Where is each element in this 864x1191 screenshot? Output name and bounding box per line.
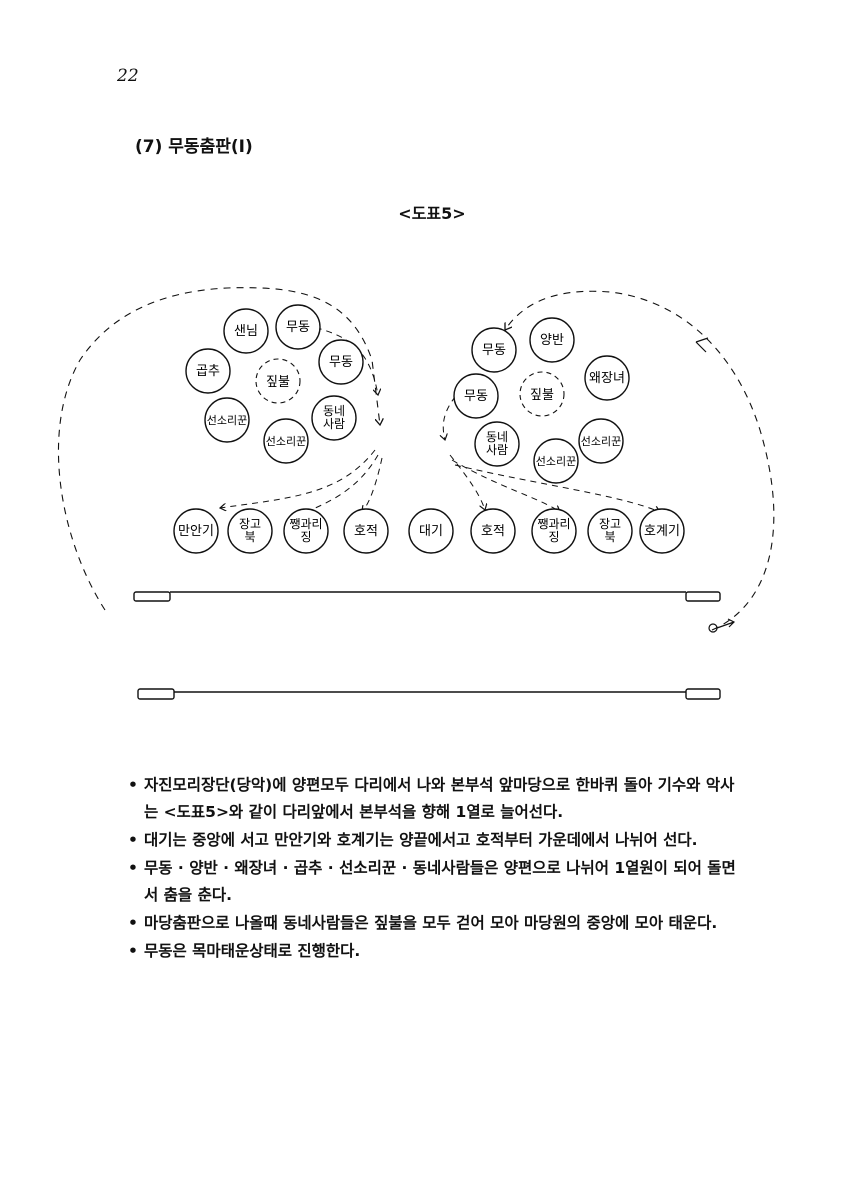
left-person-4-circle [204, 397, 250, 443]
front-row-5-circle [470, 508, 516, 554]
front-row-1-circle [227, 508, 273, 554]
left-person-3-circle [318, 339, 364, 385]
left-person-4-label: 선소리꾼 [207, 414, 247, 427]
bullet-icon: • [128, 776, 138, 794]
front-row-8-circle [639, 508, 685, 554]
front-row-7-circle [587, 508, 633, 554]
right-person-2-circle [453, 373, 499, 419]
right-outer-loop-arrow [505, 290, 775, 631]
left-person-3-label: 무동 [329, 355, 353, 370]
right-center-label: 짚불 [530, 388, 554, 403]
right-person-2-label: 무동 [464, 389, 488, 404]
right-center-dashed-circle [519, 371, 565, 417]
left-person-2-label: 곱추 [196, 364, 220, 379]
upper-bridge [133, 591, 721, 602]
right-inner-path-3 [451, 459, 560, 512]
note-text: 무동은 목마태운상태로 진행한다. [144, 942, 361, 960]
left-inner-path-2 [220, 449, 376, 508]
right-person-5-label: 선소리꾼 [536, 455, 576, 468]
note-item: • 무동 · 양반 · 왜장녀 · 곱추 · 선소리꾼 · 동네사람들은 양편으로… [128, 855, 748, 909]
front-row-0-circle [173, 508, 219, 554]
front-row-5-label: 호적 [481, 524, 505, 539]
page-number: 22 [117, 66, 139, 86]
note-text: 자진모리장단(당악)에 양편모두 다리에서 나와 본부석 앞마당으로 한바퀴 돌… [144, 776, 735, 821]
right-person-6-circle [578, 418, 624, 464]
right-person-3-label: 왜장녀 [589, 371, 625, 386]
left-outer-loop-arrow [57, 287, 380, 611]
right-person-6-label: 선소리꾼 [581, 435, 621, 448]
front-row-2-circle [283, 508, 329, 554]
figure-caption: <도표5> [398, 204, 466, 223]
front-row-8-label: 호계기 [644, 524, 680, 539]
left-person-6-label: 선소리꾼 [266, 435, 306, 448]
notes-list: • 자진모리장단(당악)에 양편모두 다리에서 나와 본부석 앞마당으로 한바퀴 … [128, 772, 748, 966]
left-person-1-circle [275, 304, 321, 350]
left-person-5-circle [311, 395, 357, 441]
exit-arrow-icon [708, 618, 736, 633]
note-text: 무동 · 양반 · 왜장녀 · 곱추 · 선소리꾼 · 동네사람들은 양편으로 … [144, 859, 736, 904]
front-row-0-label: 만안기 [178, 524, 214, 539]
right-side-arrow-tick [695, 337, 709, 353]
note-item: • 마당춤판으로 나올때 동네사람들은 짚불을 모두 걷어 모아 마당원의 중앙에… [128, 910, 748, 937]
left-person-0-circle [223, 308, 269, 354]
section-title: (7) 무동춤판(I) [135, 137, 253, 157]
right-person-0-circle [471, 327, 517, 373]
left-person-2-circle [185, 348, 231, 394]
lower-bridge [137, 688, 721, 700]
front-row-4-circle [408, 508, 454, 554]
right-person-0-label: 무동 [482, 343, 506, 358]
bullet-icon: • [128, 914, 138, 932]
bullet-icon: • [128, 859, 138, 877]
right-person-5-circle [533, 438, 579, 484]
left-center-label: 짚불 [266, 375, 290, 390]
left-inner-path-3 [300, 454, 379, 515]
note-text: 대기는 중앙에 서고 만안기와 호계기는 양끝에서고 호적부터 가운데에서 나뉘… [144, 831, 698, 849]
front-row-3-label: 호적 [354, 524, 378, 539]
front-row-3-circle [343, 508, 389, 554]
right-person-1-label: 양반 [540, 333, 564, 348]
left-center-dashed-circle [255, 358, 301, 404]
left-person-0-label: 샌님 [234, 324, 258, 339]
right-inner-path-4 [454, 464, 660, 512]
note-item: • 대기는 중앙에 서고 만안기와 호계기는 양끝에서고 호적부터 가운데에서 나… [128, 827, 748, 854]
left-inner-path-4 [362, 457, 383, 512]
front-row-4-label: 대기 [419, 524, 443, 539]
left-person-6-circle [263, 418, 309, 464]
bullet-icon: • [128, 942, 138, 960]
right-person-3-circle [584, 355, 630, 401]
left-person-1-label: 무동 [286, 320, 310, 335]
note-text: 마당춤판으로 나올때 동네사람들은 짚불을 모두 걷어 모아 마당원의 중앙에 … [144, 914, 718, 932]
right-person-4-circle [474, 421, 520, 467]
bullet-icon: • [128, 831, 138, 849]
right-person-1-circle [529, 317, 575, 363]
note-item: • 자진모리장단(당악)에 양편모두 다리에서 나와 본부석 앞마당으로 한바퀴 … [128, 772, 748, 826]
note-item: • 무동은 목마태운상태로 진행한다. [128, 938, 748, 965]
right-inner-path-2 [449, 454, 485, 510]
front-row-6-circle [531, 508, 577, 554]
